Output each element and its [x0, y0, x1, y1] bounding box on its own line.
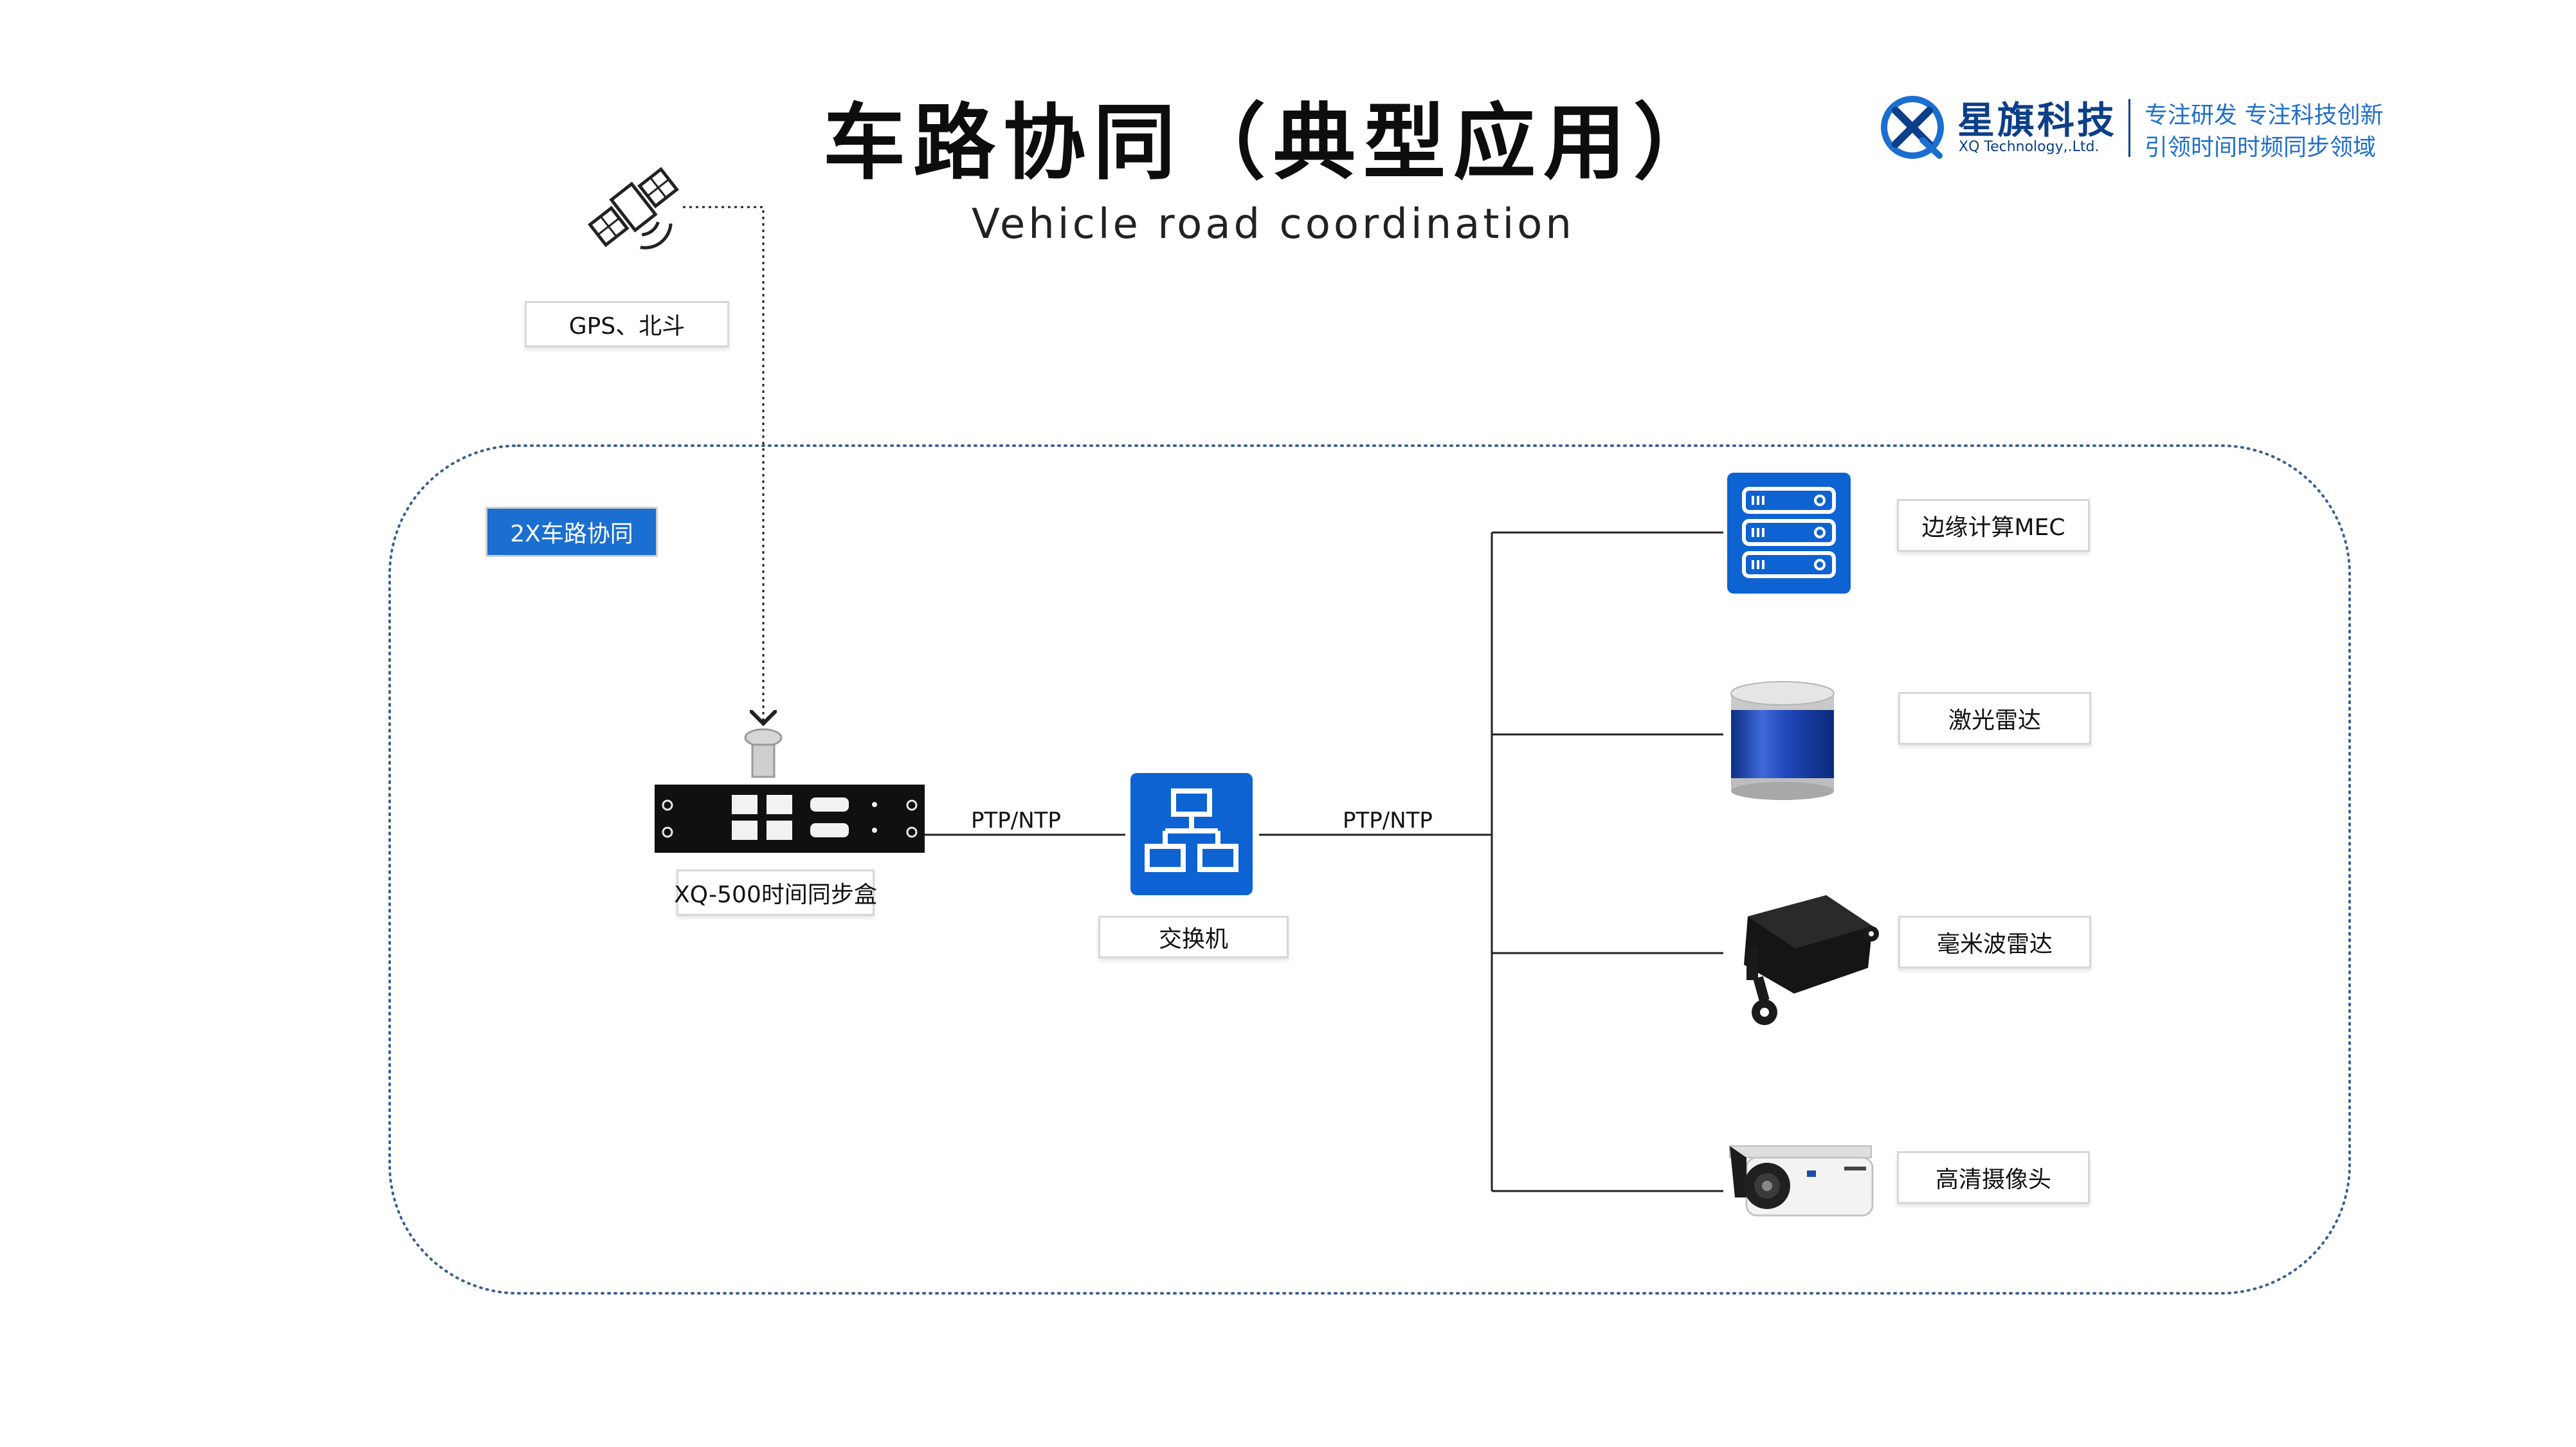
device-label-lidar: 激光雷达 [1898, 692, 2091, 745]
slogan-line-1: 专注研发 专注科技创新 [2145, 102, 2384, 129]
link-label-right: PTP/NTP [1343, 808, 1433, 833]
lidar-icon [1730, 681, 1835, 800]
page-subtitle: Vehicle road coordination [972, 201, 1575, 248]
radar-module-icon [1744, 895, 1879, 1025]
gnss-antenna-icon [744, 728, 783, 778]
xq-logo-icon [1881, 96, 1944, 159]
slogan-line-2: 引领时间时频同步领域 [2145, 134, 2377, 161]
device-label-camera: 高清摄像头 [1897, 1151, 2090, 1204]
satellite-label: GPS、北斗 [525, 301, 729, 347]
device-label-mec: 边缘计算MEC [1897, 499, 2090, 552]
company-logo: 星旗科技 XQ Technology,.Ltd. 专注研发 专注科技创新 引领时… [1878, 90, 2383, 174]
satellite-icon [588, 167, 679, 250]
camera-icon [1729, 1145, 1874, 1217]
sync-box-device-icon [655, 785, 925, 853]
sync-box-label: XQ-500时间同步盒 [674, 869, 877, 916]
brand-name: 星旗科技 [1957, 98, 2118, 142]
network-switch-icon [1130, 773, 1253, 895]
link-label-left: PTP/NTP [971, 808, 1061, 833]
switch-label: 交换机 [1098, 916, 1289, 958]
device-label-mmwave-radar: 毫米波雷达 [1898, 916, 2091, 969]
page-title: 车路协同（典型应用） [823, 95, 1724, 191]
zone-boundary [388, 444, 2351, 1295]
server-rack-icon [1727, 473, 1851, 594]
logo-divider [2128, 99, 2130, 157]
zone-label: 2X车路协同 [485, 507, 658, 557]
satellite-signal-line [683, 206, 763, 724]
brand-english-name: XQ Technology,.Ltd. [1959, 139, 2100, 155]
